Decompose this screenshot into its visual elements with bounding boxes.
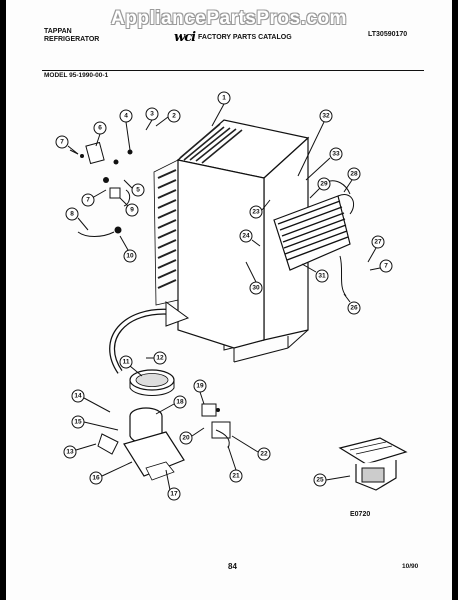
callout-14: 14 (71, 389, 111, 413)
svg-text:1: 1 (222, 95, 226, 102)
callout-23: 23 (249, 199, 271, 219)
callout-12: 12 (146, 351, 167, 365)
svg-text:7: 7 (384, 263, 388, 270)
drain-pan (338, 437, 408, 491)
callout-18: 18 (155, 395, 187, 415)
callout-10: 10 (119, 235, 137, 263)
callout-27: 27 (367, 235, 385, 263)
svg-text:12: 12 (156, 355, 164, 362)
callout-26: 26 (343, 293, 361, 315)
svg-text:18: 18 (176, 399, 184, 406)
svg-text:11: 11 (123, 359, 130, 366)
svg-text:8: 8 (70, 211, 74, 218)
callout-22: 22 (231, 435, 271, 461)
svg-text:5: 5 (136, 187, 140, 194)
svg-text:29: 29 (320, 181, 328, 188)
svg-text:30: 30 (252, 285, 260, 292)
svg-text:33: 33 (332, 151, 340, 158)
refrigerator-cabinet (176, 119, 310, 363)
svg-text:17: 17 (170, 491, 178, 498)
svg-text:22: 22 (260, 451, 268, 458)
callout-3: 3 (145, 107, 159, 131)
callout-31: 31 (301, 263, 329, 283)
start-relay (201, 403, 231, 449)
svg-text:6: 6 (98, 125, 102, 132)
diagram-code: E0720 (350, 511, 371, 518)
svg-text:31: 31 (318, 273, 326, 280)
svg-text:7: 7 (86, 197, 90, 204)
svg-text:2: 2 (172, 113, 176, 120)
callout-6: 6 (93, 121, 107, 147)
callout-13: 13 (63, 443, 97, 459)
callout-7b: 7 (81, 189, 107, 207)
compressor (97, 407, 185, 481)
svg-text:9: 9 (130, 207, 134, 214)
callout-28: 28 (343, 167, 361, 193)
svg-text:10: 10 (126, 253, 134, 260)
callout-32: 32 (297, 109, 333, 177)
callout-29: 29 (309, 177, 331, 199)
svg-text:21: 21 (232, 473, 240, 480)
product-type: REFRIGERATOR (44, 36, 100, 43)
svg-text:7: 7 (60, 139, 64, 146)
header-rule (42, 70, 424, 71)
svg-text:32: 32 (322, 113, 330, 120)
callout-24: 24 (239, 229, 261, 247)
svg-text:3: 3 (150, 111, 154, 118)
catalog-date: 10/90 (402, 563, 419, 570)
svg-text:25: 25 (316, 477, 324, 484)
watermark: AppliancePartsPros.com (111, 8, 347, 29)
callout-1: 1 (211, 91, 231, 127)
svg-text:24: 24 (242, 233, 250, 240)
callout-11: 11 (119, 355, 143, 377)
relay-and-overload-parts (69, 141, 133, 237)
svg-text:26: 26 (350, 305, 358, 312)
catalog-code: LT30590170 (368, 31, 408, 38)
callout-25: 25 (313, 473, 351, 487)
callout-21: 21 (227, 445, 243, 483)
evaporator-assembly (273, 180, 354, 297)
callout-2: 2 (155, 109, 181, 127)
parts-catalog-page: AppliancePartsPros.com TAPPAN REFRIGERAT… (6, 0, 452, 600)
svg-text:28: 28 (350, 171, 358, 178)
model-number: MODEL 95-1990-00-1 (44, 72, 109, 79)
svg-text:13: 13 (66, 449, 74, 456)
catalog-header: wci FACTORY PARTS CATALOG (174, 30, 292, 45)
svg-text:19: 19 (196, 383, 204, 390)
callout-8: 8 (65, 207, 89, 231)
callout-4: 4 (119, 109, 133, 151)
callout-33: 33 (305, 147, 343, 181)
exploded-parts-diagram: 1 2 3 4 5 6 7 7 7 8 9 10 11 12 13 14 15 … (55, 91, 408, 501)
svg-text:14: 14 (74, 393, 82, 400)
condenser-coil (153, 123, 243, 306)
svg-text:20: 20 (182, 435, 190, 442)
svg-text:23: 23 (252, 209, 260, 216)
callout-7c: 7 (369, 259, 393, 273)
svg-text:27: 27 (374, 239, 382, 246)
callout-16: 16 (89, 461, 133, 485)
callout-17: 17 (165, 469, 181, 501)
callout-15: 15 (71, 415, 119, 431)
callout-20: 20 (179, 427, 205, 445)
svg-text:4: 4 (124, 113, 128, 120)
page-number: 84 (228, 562, 237, 571)
svg-text:15: 15 (74, 419, 82, 426)
callout-19: 19 (193, 379, 207, 405)
callout-9: 9 (119, 197, 139, 217)
brand-block: TAPPAN REFRIGERATOR (44, 28, 99, 44)
callout-5: 5 (123, 179, 145, 197)
compressor-mount (129, 369, 175, 396)
callout-30: 30 (245, 261, 263, 295)
catalog-title: FACTORY PARTS CATALOG (198, 34, 292, 41)
brand-name: TAPPAN (44, 28, 72, 35)
svg-text:16: 16 (92, 475, 100, 482)
callout-7a: 7 (55, 135, 79, 155)
wci-logo: wci (174, 30, 196, 45)
